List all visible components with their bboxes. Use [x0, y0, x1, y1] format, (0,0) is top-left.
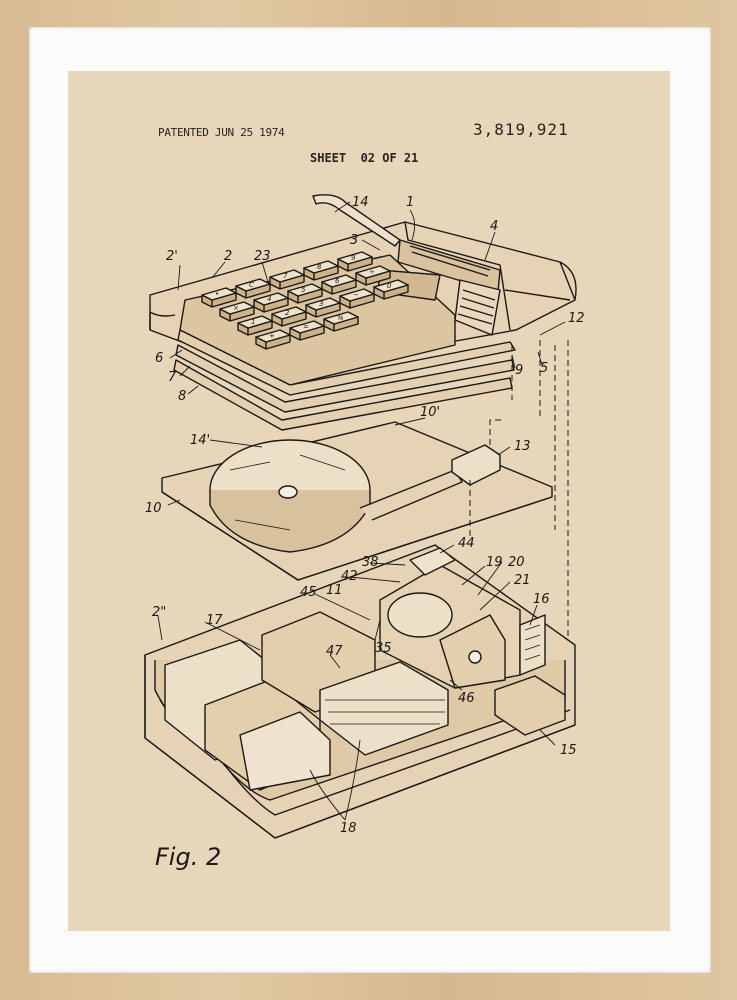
- callout-46: 46: [458, 691, 475, 706]
- callout-2: 2: [224, 249, 232, 264]
- callout-47: 47: [326, 644, 343, 659]
- keypad-key: %: [323, 311, 359, 332]
- callout-2-double-prime: 2": [152, 605, 166, 620]
- patent-number: 3,819,921: [473, 120, 569, 139]
- callout-10-prime: 10': [420, 405, 440, 420]
- keypad-key-label: C: [249, 281, 254, 289]
- keypad-key-label: 8: [317, 263, 322, 271]
- middle-card: [161, 421, 553, 581]
- keypad-key-label: 4: [267, 295, 271, 303]
- callout-20: 20: [508, 555, 525, 570]
- keypad-key: 3: [305, 297, 341, 318]
- keypad-key-label: 1: [251, 318, 255, 326]
- keypad-key: C: [235, 278, 271, 299]
- callout-7: 7: [168, 370, 177, 385]
- callout-17: 17: [206, 613, 223, 628]
- callout-5: 5: [540, 361, 548, 376]
- callout-13: 13: [514, 439, 531, 454]
- keypad-key-label: ×: [233, 304, 239, 312]
- callout-23: 23: [254, 249, 271, 264]
- keypad-key-label: %: [337, 314, 344, 322]
- keypad-key-label: 2: [285, 309, 290, 317]
- keypad-key-label: −: [353, 291, 359, 299]
- figure-label: Fig. 2: [155, 843, 221, 871]
- callout-38: 38: [362, 555, 379, 570]
- keypad-key: 0: [373, 279, 409, 300]
- keypad-key-label: 7: [283, 272, 288, 280]
- callout-15: 15: [560, 743, 577, 758]
- keypad-key-label: 3: [319, 300, 323, 308]
- sheet-number: SHEET 02 OF 21: [310, 151, 419, 165]
- keypad-key-label: ÷: [369, 268, 375, 276]
- keypad-key: ÷: [355, 265, 391, 286]
- callout-2-prime: 2': [166, 249, 178, 264]
- keypad-key: +: [255, 329, 291, 350]
- callout-11: 11: [326, 583, 343, 598]
- keypad-key-label: 6: [335, 277, 340, 285]
- callout-3: 3: [350, 233, 358, 248]
- callout-6: 6: [155, 351, 163, 366]
- leader-lines: [157, 201, 566, 821]
- keypad-key: 6: [321, 274, 357, 295]
- keypad-key-label: =: [303, 323, 309, 331]
- callout-14-prime: 14': [190, 433, 210, 448]
- connector-dashes: [469, 340, 569, 660]
- keypad-key-label: 9: [351, 254, 356, 262]
- keypad-key-label: 5: [301, 286, 306, 294]
- keypad-key-label: 0: [387, 282, 392, 290]
- callout-18: 18: [340, 821, 357, 836]
- callout-10: 10: [145, 501, 162, 516]
- keypad-key-label: •: [215, 290, 219, 298]
- patented-date: PATENTED JUN 25 1974: [158, 126, 285, 139]
- callout-8: 8: [178, 389, 186, 404]
- callout-14: 14: [352, 195, 369, 210]
- callout-numbers: 14 1 3 4 2' 2 23 12 6 7 8 9 5 10' 14' 13…: [145, 195, 585, 836]
- callout-19: 19: [486, 555, 503, 570]
- callout-42: 42: [341, 569, 358, 584]
- keypad-key: 9: [337, 251, 373, 272]
- keypad-key: =: [289, 320, 325, 341]
- callout-16: 16: [533, 592, 550, 607]
- callout-35: 35: [375, 641, 392, 656]
- bottom-housing: [144, 544, 576, 839]
- keypad-key-label: +: [269, 332, 275, 340]
- callout-4: 4: [490, 219, 498, 234]
- callout-9: 9: [515, 363, 523, 378]
- callout-45: 45: [300, 585, 317, 600]
- callout-21: 21: [514, 573, 531, 588]
- callout-1: 1: [406, 195, 414, 210]
- callout-12: 12: [568, 311, 585, 326]
- callout-44: 44: [458, 536, 475, 551]
